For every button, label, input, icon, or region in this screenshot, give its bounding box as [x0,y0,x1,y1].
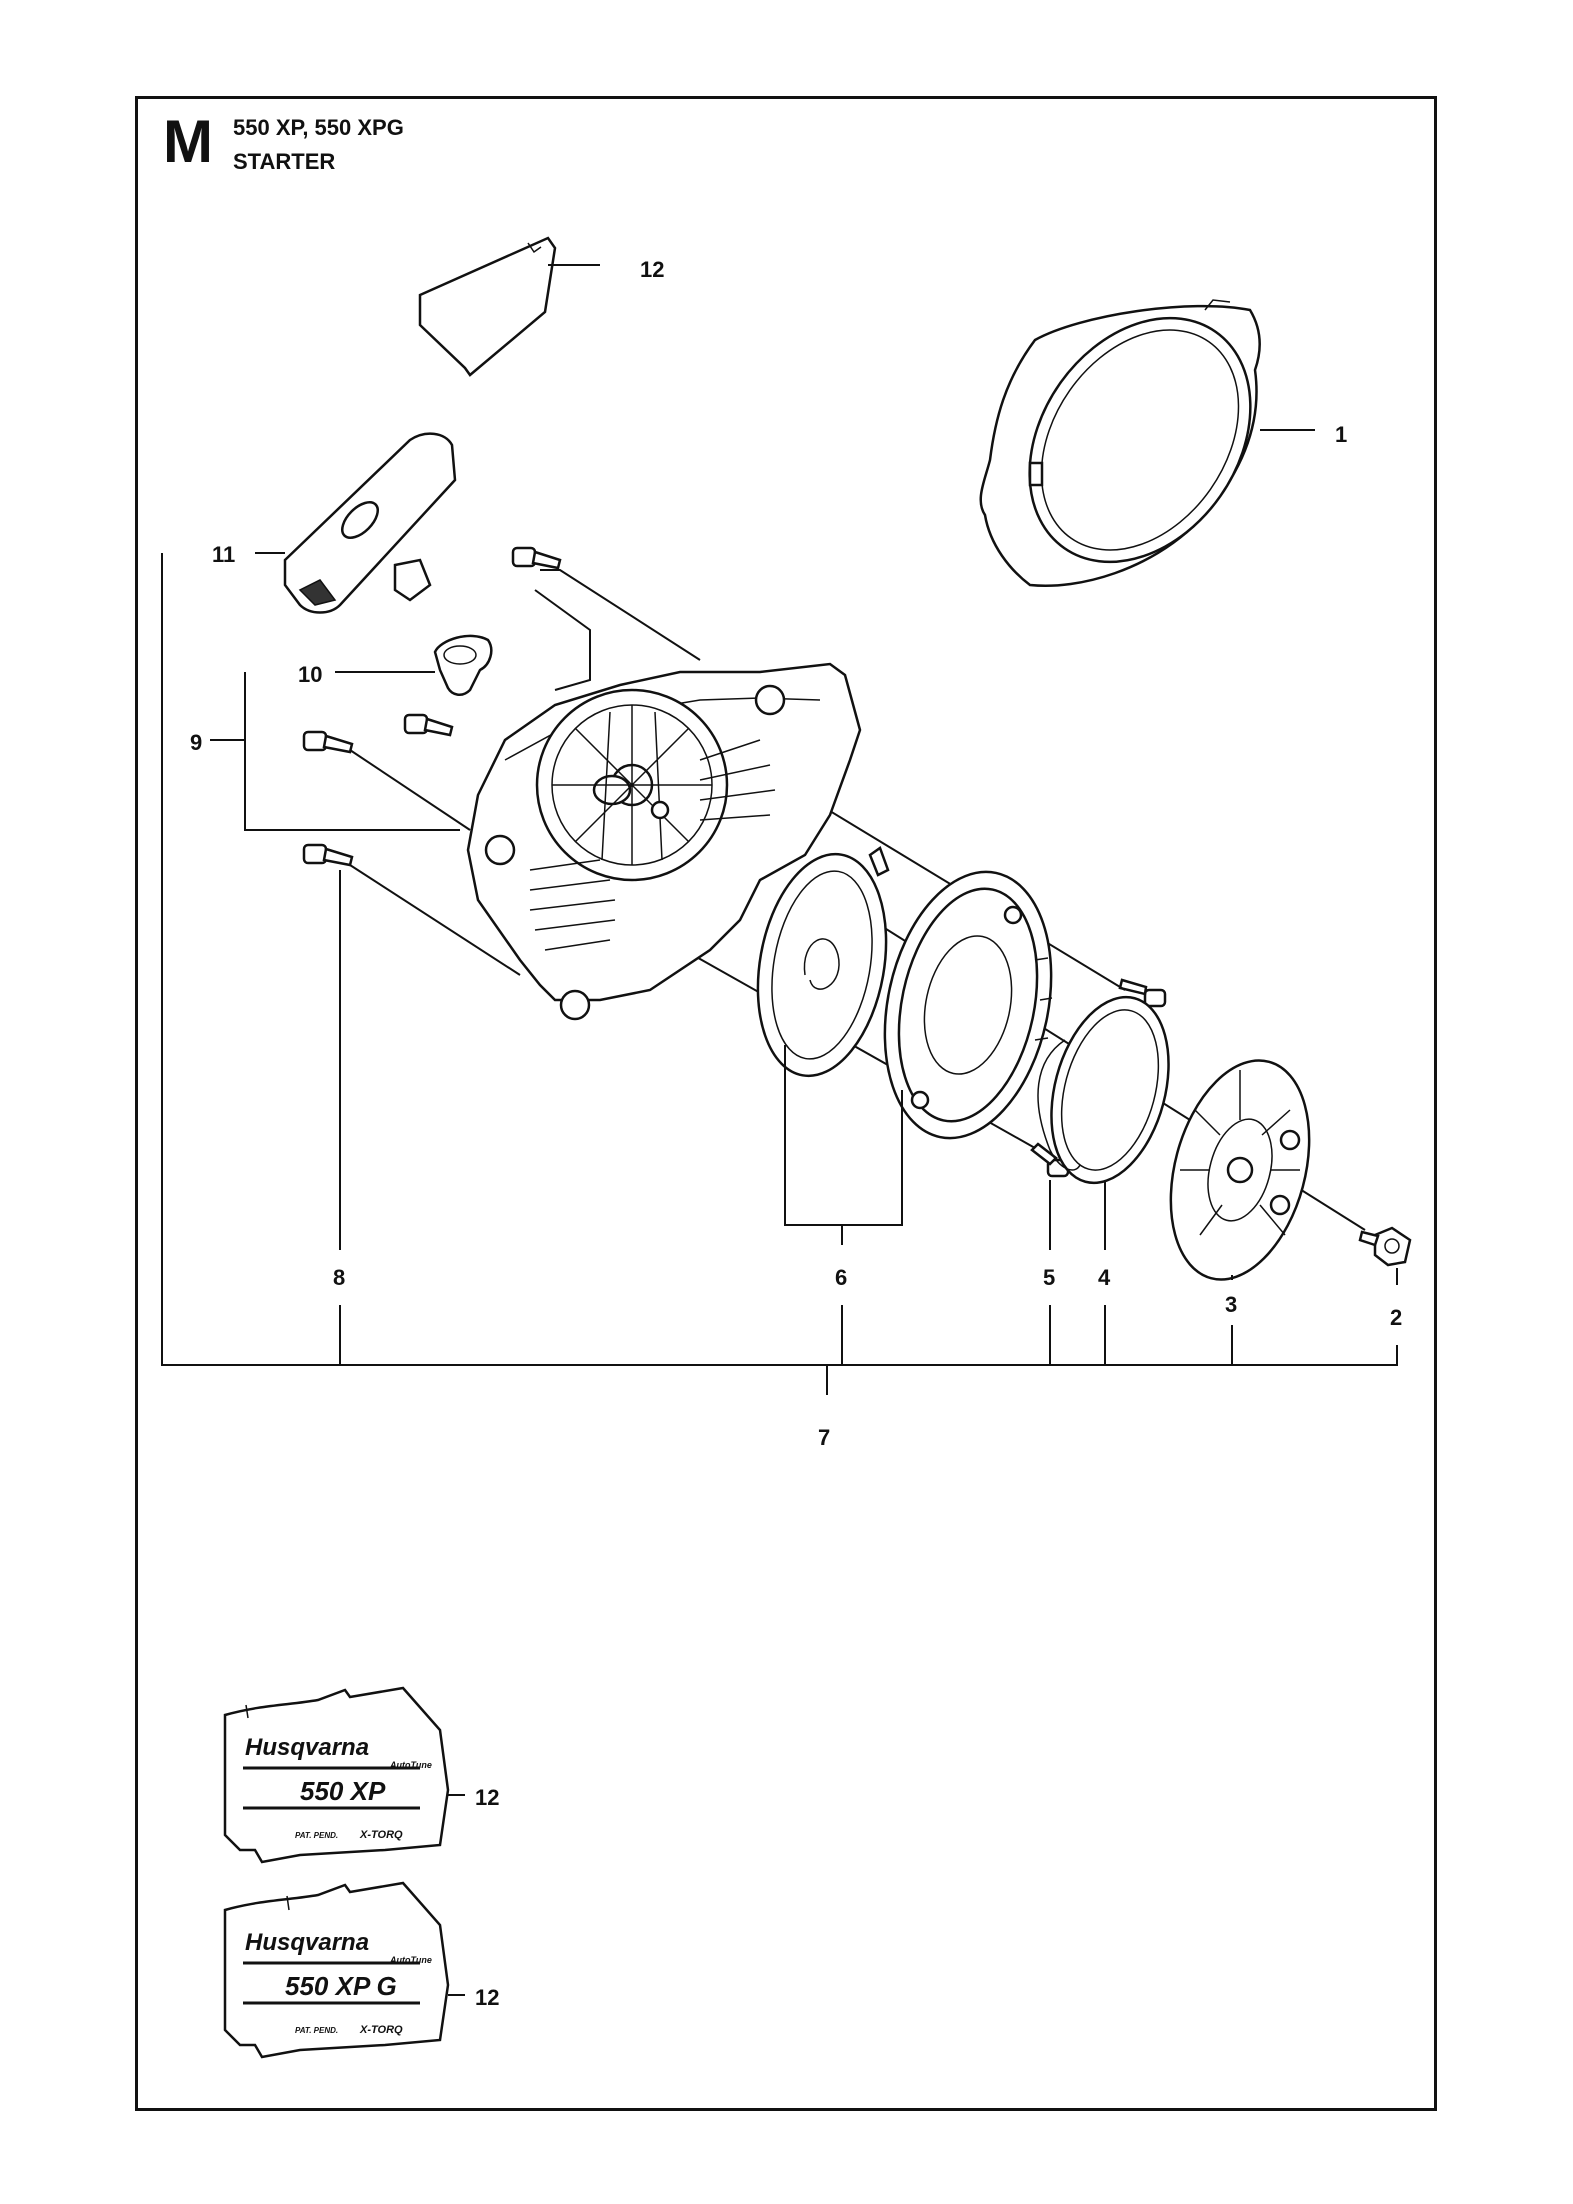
callout-9: 9 [190,730,202,755]
callout-12-top: 12 [640,257,664,282]
decal-2-footer-right: X-TORQ [359,2024,403,2036]
decal-2-brand: Husqvarna [245,1929,369,1956]
model-title: 550 XP, 550 XPG [233,115,404,140]
callout-7: 7 [818,1425,830,1450]
callout-4: 4 [1098,1265,1111,1290]
part-1-cover [979,299,1261,587]
section-letter: M [163,108,213,175]
callout-2: 2 [1390,1305,1402,1330]
part-12-decal [418,236,557,377]
screw-top [511,546,562,570]
part-group-title: STARTER [233,149,336,174]
part-2-bolt [1358,1226,1412,1267]
callout-12-decal-1: 12 [475,1785,499,1810]
part-10-rope-guide [433,634,493,696]
part-4-rope-coil [1037,995,1170,1185]
callout-11: 11 [212,542,235,567]
starter-housing [466,662,862,1021]
screw-right [1118,978,1167,1008]
decal-1-brand: Husqvarna [245,1734,369,1761]
part-6-pulley [883,870,1053,1140]
callout-12-decal-2: 12 [475,1985,499,2010]
decal-2-model: 550 XP G [285,1971,397,2001]
screw-mid-left [302,730,354,754]
callout-8: 8 [333,1265,345,1290]
decal-2-sub: AutoTune [389,1955,432,1965]
decal-2-footer-left: PAT. PEND. [295,2026,338,2035]
page-frame [135,96,1437,2111]
part-6-spring-cassette [756,846,890,1078]
decal-1-footer-right: X-TORQ [359,1829,403,1841]
leader-9 [244,672,460,831]
part-3-pawl-plate [1169,1059,1311,1281]
callout-1: 1 [1335,422,1347,447]
callout-5: 5 [1043,1265,1055,1290]
decal-1-sub: AutoTune [389,1760,432,1770]
part-11-starter-handle [283,432,457,614]
decal-1-model: 550 XP [300,1776,386,1806]
leader-6 [784,1045,903,1226]
callout-10: 10 [298,662,322,687]
callout-6: 6 [835,1265,847,1290]
screw-mid-right [403,713,454,737]
part-8-screw [302,843,354,867]
decal-550xpg: Husqvarna AutoTune 550 XP G PAT. PEND. X… [223,1881,450,2059]
decal-1-footer-left: PAT. PEND. [295,1831,338,1840]
callout-3: 3 [1225,1292,1237,1317]
leader-7-bracket [161,553,1398,1366]
decal-550xp: Husqvarna AutoTune 550 XP PAT. PEND. X-T… [223,1686,450,1864]
